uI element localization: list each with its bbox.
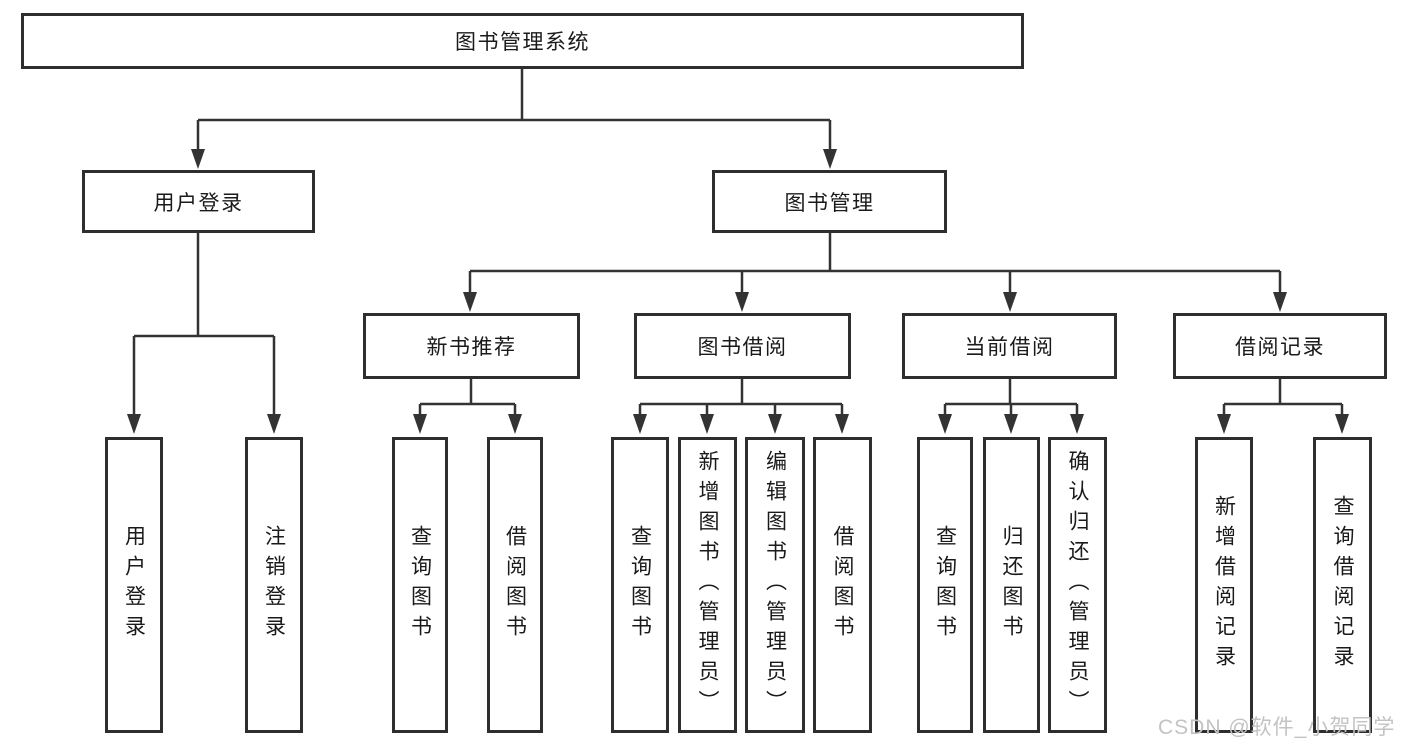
leaf-borrowing-add-books-admin: 新增图书（管理员） (678, 437, 737, 733)
node-book-borrowing: 图书借阅 (634, 313, 851, 379)
leaf-borrowing-borrow-books: 借阅图书 (813, 437, 872, 733)
node-new-book-recommendation: 新书推荐 (363, 313, 580, 379)
watermark: CSDN @软件_小贺同学 (1158, 716, 1396, 739)
leaf-user-login: 用户登录 (105, 437, 163, 733)
leaf-current-return-books: 归还图书 (983, 437, 1040, 733)
node-borrowing-records: 借阅记录 (1173, 313, 1387, 379)
node-book-management: 图书管理 (712, 170, 947, 233)
leaf-borrowing-edit-books-admin: 编辑图书（管理员） (745, 437, 805, 733)
leaf-borrowing-query-books: 查询图书 (611, 437, 669, 733)
leaf-current-confirm-return-admin: 确认归还（管理员） (1048, 437, 1107, 733)
leaf-current-query-books: 查询图书 (917, 437, 973, 733)
node-current-borrowing: 当前借阅 (902, 313, 1117, 379)
node-user-login: 用户登录 (82, 170, 315, 233)
leaf-records-query-borrow-record: 查询借阅记录 (1313, 437, 1372, 733)
leaf-newbook-borrow-books: 借阅图书 (487, 437, 543, 733)
leaf-logout: 注销登录 (245, 437, 303, 733)
leaf-records-add-borrow-record: 新增借阅记录 (1195, 437, 1253, 733)
leaf-newbook-query-books: 查询图书 (392, 437, 448, 733)
node-book-management-system: 图书管理系统 (21, 13, 1024, 69)
